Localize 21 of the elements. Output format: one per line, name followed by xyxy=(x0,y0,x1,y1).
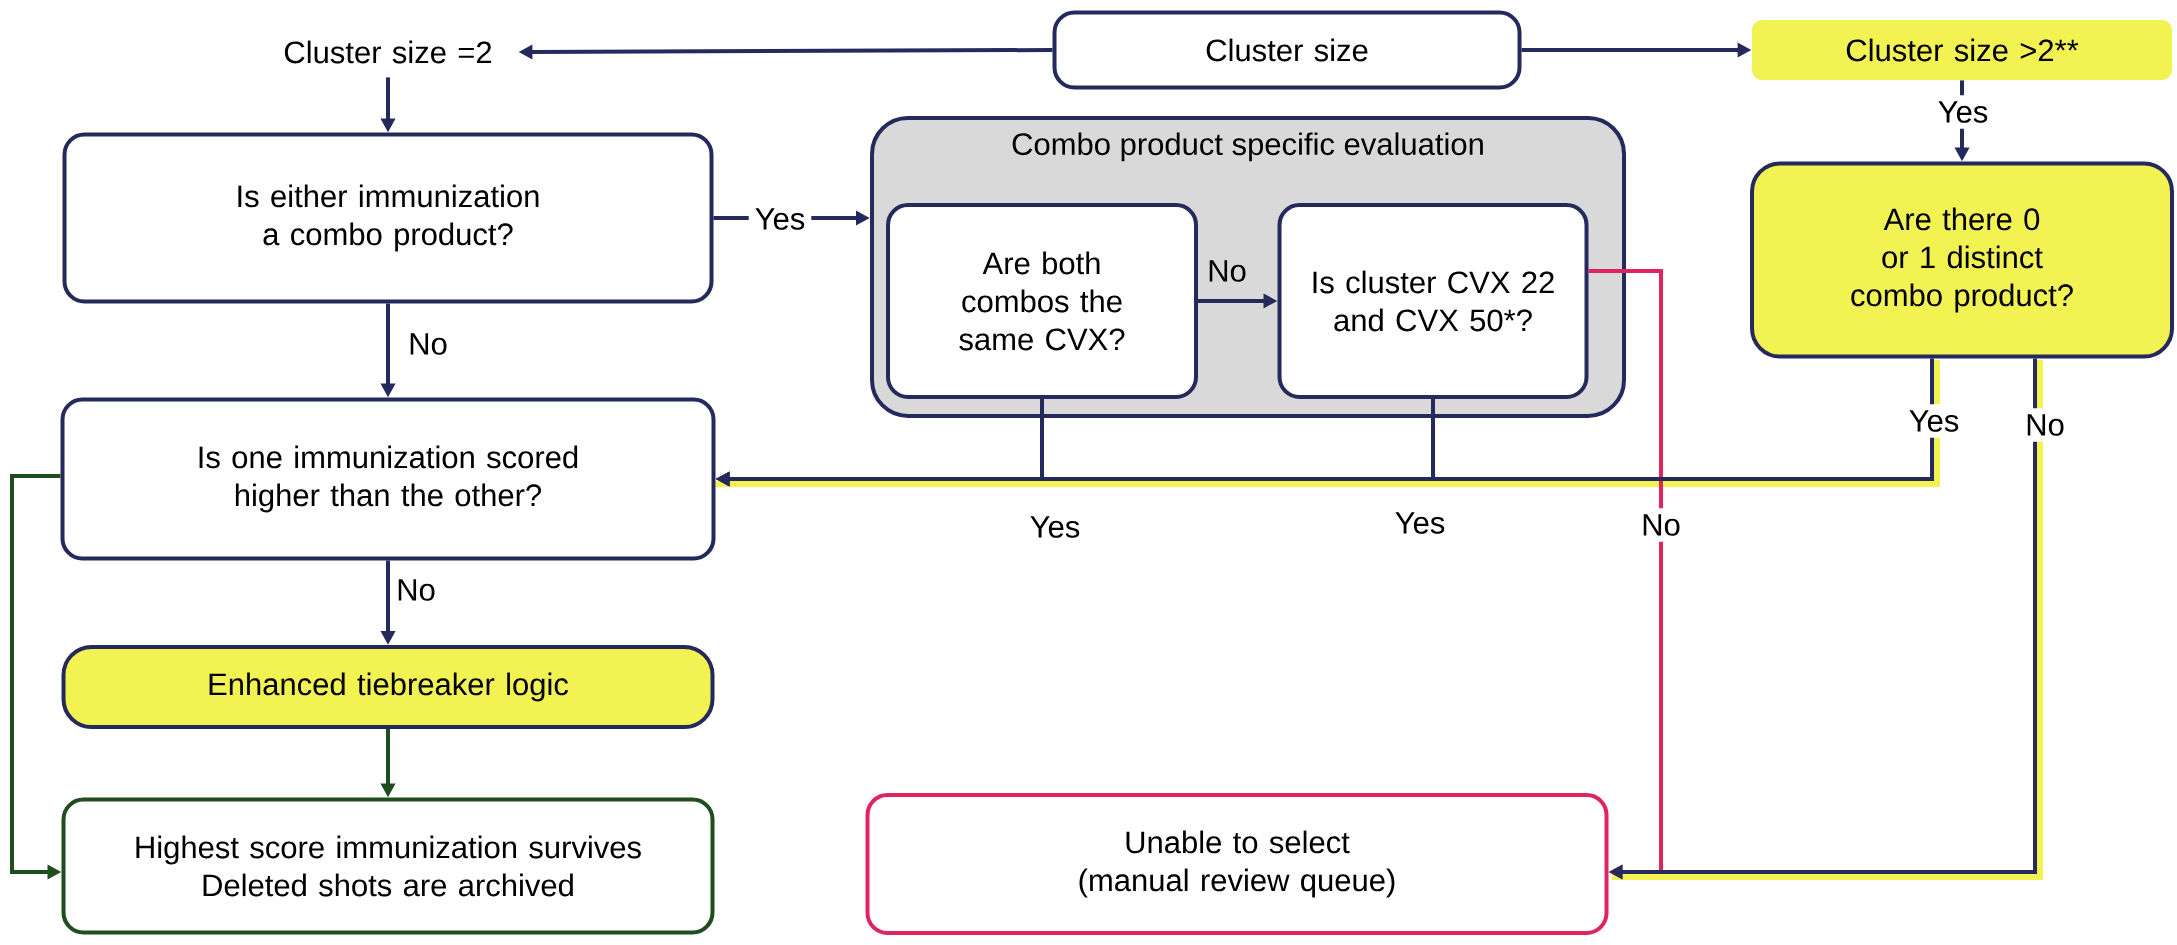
process-box: Cluster size xyxy=(1052,10,1522,90)
result-box: Unable to select (manual review queue) xyxy=(865,793,1609,935)
edge-label: No xyxy=(398,579,435,601)
edge-label: No xyxy=(2019,408,2071,442)
process-box: Is either immunization a combo product? xyxy=(62,132,714,304)
edge-label: Yes xyxy=(1395,512,1445,534)
edge-label: Yes xyxy=(1931,95,1995,129)
flow-text: Cluster size =2 xyxy=(284,40,492,64)
highlight-box: Enhanced tiebreaker logic xyxy=(61,645,715,729)
process-box: Are both combos the same CVX? xyxy=(886,203,1198,399)
edge-label: No xyxy=(1209,260,1246,282)
process-box: Is one immunization scored higher than the other? xyxy=(60,397,716,561)
process-box: Is cluster CVX 22 and CVX 50*? xyxy=(1277,203,1589,399)
edge-label: No xyxy=(410,333,447,355)
highlight-box: Cluster size >2** xyxy=(1752,20,2173,80)
highlight-box: Are there 0 or 1 distinct combo product? xyxy=(1750,161,2175,359)
result-box: Highest score immunization survives Deleted shots are archived xyxy=(61,797,715,935)
edge-label: No xyxy=(1635,508,1687,542)
edge-label: Yes xyxy=(1902,404,1966,438)
edge-label: Yes xyxy=(1030,516,1080,538)
edge-label: Yes xyxy=(748,202,812,236)
